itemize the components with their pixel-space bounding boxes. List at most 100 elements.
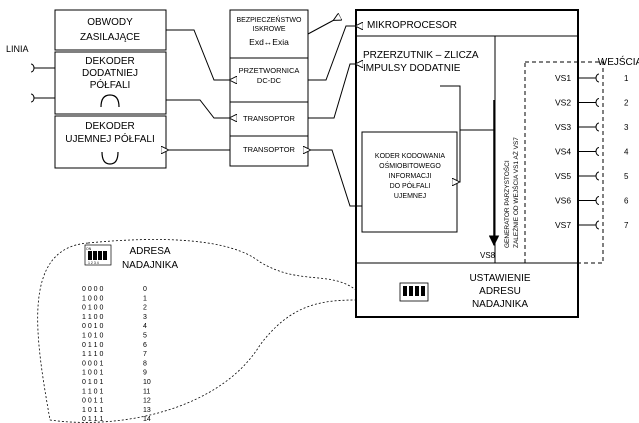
input-vs-label: VS4 (555, 147, 571, 157)
decoder-positive-block: DEKODER DODATNIEJ PÓŁFALI (54, 51, 167, 115)
safety-label-3: Exd↔Exia (249, 37, 289, 47)
line-terminal-1 (30, 63, 55, 73)
transoptor-2-label: TRANSOPTOR (243, 145, 296, 154)
address-setting-section: USTAWIENIE ADRESU NADAJNIKA (399, 273, 531, 310)
decoder-negative-block: DEKODER UJEMNEJ PÓŁFALI (54, 115, 167, 169)
transoptor-2-block: TRANSOPTOR (229, 135, 309, 167)
address-code: 0 1 0 1 (82, 379, 104, 386)
mcu-title: MIKROPROCESOR (367, 20, 457, 31)
address-row: 0 1 0 1 10 (82, 379, 151, 386)
address-table-bubble (37, 239, 357, 423)
input-terminal-icon (595, 196, 600, 205)
vs8-label: VS8 (480, 251, 496, 260)
decoder-neg-label-2: UJEMNEJ PÓŁFALI (65, 132, 154, 145)
address-value: 2 (143, 305, 147, 312)
address-table-title-2: NADAJNIKA (122, 260, 178, 271)
address-value: 9 (143, 370, 147, 377)
negative-halfwave-icon (101, 151, 119, 165)
address-code: 1 0 0 0 (82, 295, 104, 302)
address-code: 0 1 1 0 (82, 342, 104, 349)
decoder-neg-label-1: DEKODER (85, 121, 134, 132)
address-value: 10 (143, 379, 151, 386)
address-code: 0 0 0 0 (82, 286, 104, 293)
parity-generator: GENERATOR PARZYSTOŚCI ZALEŻNIE OD WEJŚCI… (488, 100, 520, 248)
address-value: 13 (143, 407, 151, 414)
encoder-label-3: INFORMACJI (389, 173, 432, 180)
input-number: 2 (624, 99, 629, 108)
address-value: 4 (143, 323, 147, 330)
input-terminal-icon (595, 147, 600, 156)
address-code: 1 0 1 0 (82, 333, 104, 340)
address-row: 0 1 1 0 6 (82, 342, 147, 349)
input-row: VS4 4 (555, 147, 629, 157)
safety-label-1: BEZPIECZEŃSTWO (237, 15, 303, 24)
input-row: VS1 1 (555, 73, 629, 83)
input-number: 5 (624, 172, 629, 181)
address-value: 1 (143, 295, 147, 302)
address-row: 1 0 0 0 1 (82, 295, 147, 302)
address-value: 14 (143, 416, 151, 423)
address-value: 8 (143, 360, 147, 367)
address-row: 1 0 0 1 9 (82, 370, 147, 377)
address-code: 0 1 1 1 (82, 416, 104, 423)
transoptor-1-block: TRANSOPTOR (229, 101, 309, 137)
input-terminal-icon (595, 122, 600, 132)
input-vs-label: VS1 (555, 73, 571, 83)
line-terminal-2 (30, 93, 55, 103)
counter-label-1: PRZERZUTNIK – ZLICZA (363, 50, 479, 61)
power-circuits-block: OBWODY ZASILAJĄCE (54, 9, 167, 51)
address-row: 0 0 0 0 0 (82, 286, 147, 293)
address-code: 1 1 0 0 (82, 314, 104, 321)
address-code: 0 1 0 0 (82, 305, 104, 312)
input-vs-label: VS2 (555, 98, 571, 108)
inputs-dashed-box (524, 61, 604, 264)
converter-label-1: PRZETWORNICA (239, 66, 300, 75)
address-table-header: ON 1 2 3 4 ADRESA NADAJNIKA (84, 244, 178, 271)
input-terminal-icon (595, 98, 600, 107)
encoder-label-5: UJEMNEJ (394, 193, 426, 200)
address-value: 3 (143, 314, 147, 321)
input-vs-label: VS5 (555, 171, 571, 181)
generator-label-1: GENERATOR PARZYSTOŚCI (502, 160, 511, 248)
transoptor-1-label: TRANSOPTOR (243, 114, 296, 123)
address-value: 6 (143, 342, 147, 349)
address-row: 0 1 0 0 2 (82, 305, 147, 312)
address-value: 12 (143, 398, 151, 405)
inputs-title: WEJŚCIA (598, 55, 639, 68)
counter-label-2: IMPULSY DODATNIE (363, 63, 461, 74)
input-row: VS5 5 (555, 171, 629, 181)
decoder-pos-label-3: PÓŁFALI (90, 78, 131, 91)
input-number: 4 (624, 148, 629, 157)
address-code: 1 0 1 1 (82, 407, 104, 414)
counter-section: PRZERZUTNIK – ZLICZA IMPULSY DODATNIE (363, 50, 479, 74)
input-number: 3 (624, 123, 629, 132)
input-number: 1 (624, 74, 629, 83)
address-table-title-1: ADRESA (129, 246, 170, 257)
address-code: 1 0 0 1 (82, 370, 104, 377)
decoder-pos-label-1: DEKODER (85, 56, 134, 67)
encoder-label-1: KODER KODOWANIA (375, 153, 445, 160)
decoder-pos-label-2: DODATNIEJ (82, 68, 138, 79)
input-terminal-icon (595, 220, 600, 230)
encoder-block: KODER KODOWANIA OŚMIOBITOWEGO INFORMACJI… (361, 131, 458, 233)
address-row: 1 1 0 0 3 (82, 314, 147, 321)
address-value: 7 (143, 351, 147, 358)
dc-dc-converter-block: PRZETWORNICA DC-DC (229, 57, 309, 103)
address-row: 0 1 1 1 14 (82, 416, 151, 423)
switch-on-label: ON (86, 247, 92, 251)
input-row: VS2 2 (555, 98, 629, 108)
converter-label-2: DC-DC (257, 76, 282, 85)
line-label: LINIA (6, 44, 29, 54)
switch-numbers: 1 2 3 4 (88, 261, 99, 265)
input-number: 6 (624, 197, 629, 206)
address-value: 0 (143, 286, 147, 293)
